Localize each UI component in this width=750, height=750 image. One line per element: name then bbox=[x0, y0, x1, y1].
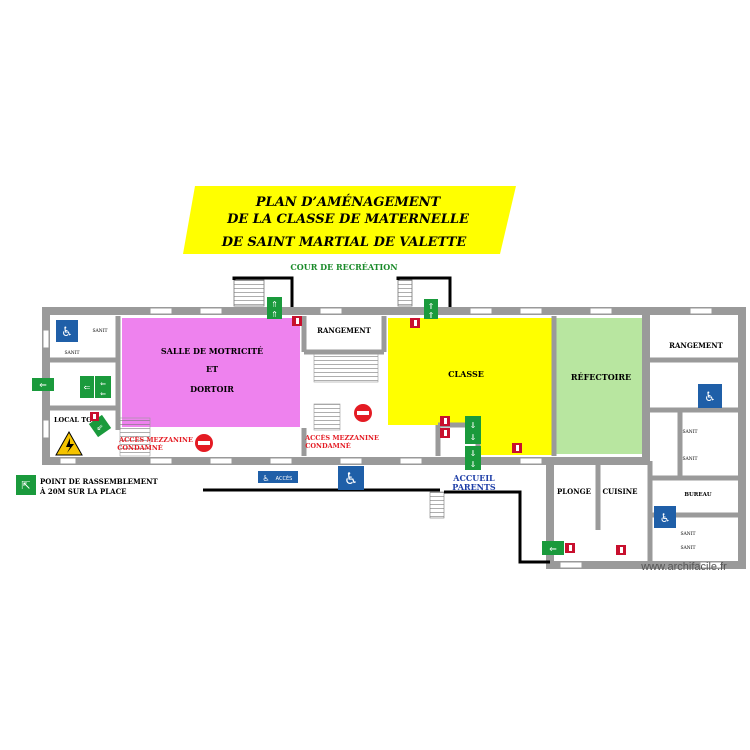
svg-text:⇑: ⇑ bbox=[428, 302, 435, 311]
classe-room bbox=[388, 318, 552, 425]
svg-text:⇐: ⇐ bbox=[549, 545, 557, 555]
svg-text:⇐: ⇐ bbox=[100, 380, 106, 388]
salle-label-1: SALLE DE MOTRICITÉ bbox=[161, 346, 263, 356]
sanit-label-5: SANIT bbox=[680, 531, 695, 537]
emergency-exit-icon: ⇑ ⇑ bbox=[424, 299, 438, 320]
sanit-label-3: SANIT bbox=[682, 429, 697, 435]
emergency-exit-icon: ⇐ bbox=[542, 541, 564, 555]
top-stairs-right bbox=[396, 276, 452, 308]
plonge-label: PLONGE bbox=[557, 487, 591, 496]
sanit-label-1: SANIT bbox=[92, 328, 107, 334]
sanit-label-6: SANIT bbox=[680, 545, 695, 551]
accueil-label-2: PARENTS bbox=[452, 482, 496, 492]
accessible-access-label: ACCÈS bbox=[276, 474, 293, 482]
accessible-toilet-icon: ♿ bbox=[654, 506, 676, 528]
salle-motricite-room bbox=[122, 318, 300, 427]
svg-text:♿: ♿ bbox=[344, 469, 358, 488]
sanit-label-2: SANIT bbox=[64, 350, 79, 356]
assembly-point-label-2: À 20M SUR LA PLACE bbox=[39, 487, 127, 496]
svg-text:♿: ♿ bbox=[704, 390, 716, 405]
emergency-exit-icon: ⇐ bbox=[32, 378, 54, 391]
svg-text:⇓: ⇓ bbox=[470, 433, 477, 442]
central-stairs bbox=[119, 353, 379, 457]
svg-text:⇓: ⇓ bbox=[470, 460, 477, 469]
fire-extinguisher-icon bbox=[440, 416, 450, 426]
svg-text:⇐: ⇐ bbox=[84, 383, 91, 392]
emergency-exit-icon: ⇑ ⇑ bbox=[267, 297, 282, 319]
refectoire-room bbox=[556, 318, 642, 454]
svg-text:⇓: ⇓ bbox=[470, 449, 477, 458]
assembly-point-legend: ⇱ POINT DE RASSEMBLEMENT À 20M SUR LA PL… bbox=[16, 475, 158, 496]
mezz2-label-2: CONDAMNÉ bbox=[305, 441, 351, 450]
fire-extinguisher-icon bbox=[440, 428, 450, 438]
local-tgbt-label: LOCAL TGBT bbox=[54, 416, 102, 424]
accessible-toilet-icon: ♿ bbox=[56, 320, 78, 342]
accessible-access-sign: ♿ ACCÈS bbox=[258, 471, 298, 483]
title-banner: PLAN D’AMÉNAGEMENT DE LA CLASSE DE MATER… bbox=[183, 186, 516, 254]
svg-text:♿: ♿ bbox=[262, 474, 269, 483]
no-entry-icon bbox=[195, 434, 213, 452]
accueil-label-1: ACCUEIL bbox=[452, 473, 495, 483]
cuisine-label: CUISINE bbox=[602, 487, 637, 496]
watermark: www.archifacile.fr bbox=[640, 561, 727, 573]
assembly-point-label-1: POINT DE RASSEMBLEMENT bbox=[40, 477, 158, 486]
fire-extinguisher-icon bbox=[90, 412, 99, 421]
svg-text:♿: ♿ bbox=[660, 511, 671, 525]
windows bbox=[42, 307, 723, 569]
svg-text:⇑: ⇑ bbox=[271, 310, 278, 319]
salle-label-2: ET bbox=[206, 364, 218, 374]
title-line-1: PLAN D’AMÉNAGEMENT bbox=[255, 194, 442, 210]
accessible-toilet-icon: ♿ bbox=[698, 384, 722, 408]
svg-text:⇐: ⇐ bbox=[39, 381, 47, 391]
classe-label: CLASSE bbox=[448, 369, 484, 379]
fire-extinguisher-icon bbox=[512, 443, 522, 453]
fire-extinguisher-icon bbox=[292, 316, 302, 326]
svg-text:⇐: ⇐ bbox=[100, 390, 106, 398]
emergency-exit-icon: ⇐ bbox=[80, 376, 94, 398]
svg-text:⇱: ⇱ bbox=[21, 479, 30, 492]
rangement-center-label: RANGEMENT bbox=[317, 326, 371, 335]
refectoire-label: RÉFECTOIRE bbox=[571, 372, 631, 382]
emergency-exit-icon: ⇓ ⇓ bbox=[465, 446, 481, 470]
title-line-2: DE LA CLASSE DE MATERNELLE bbox=[226, 212, 470, 227]
svg-text:⇙: ⇙ bbox=[97, 423, 104, 432]
mezz1-label-1: ACCÈS MEZZANINE bbox=[118, 435, 193, 444]
svg-text:⇑: ⇑ bbox=[271, 300, 278, 309]
emergency-exit-icon: ⇐ ⇐ bbox=[95, 376, 111, 398]
no-entry-icon bbox=[354, 404, 372, 422]
bureau-label: BUREAU bbox=[684, 492, 711, 498]
assembly-point-icon bbox=[16, 475, 36, 495]
electric-hazard-icon bbox=[55, 430, 83, 456]
wheelchair-icon: ♿ bbox=[338, 466, 364, 490]
exterior-ramp bbox=[203, 488, 550, 564]
fire-extinguisher-icon bbox=[616, 545, 626, 555]
fire-extinguisher-icon bbox=[410, 318, 420, 328]
sanit-label-4: SANIT bbox=[682, 456, 697, 462]
top-stairs-left bbox=[232, 276, 294, 308]
mezz1-label-2: CONDAMNÉ bbox=[117, 443, 163, 452]
interior-walls bbox=[50, 316, 742, 562]
emergency-exit-icon: ⇓ ⇓ bbox=[465, 416, 481, 444]
rangement-right-label: RANGEMENT bbox=[669, 341, 723, 350]
svg-text:⇓: ⇓ bbox=[470, 421, 477, 430]
title-line-3: DE SAINT MARTIAL DE VALETTE bbox=[221, 235, 468, 250]
fire-extinguisher-icon bbox=[565, 543, 575, 553]
mezz2-label-1: ACCÈS MEZZANINE bbox=[304, 433, 379, 442]
svg-text:⇑: ⇑ bbox=[428, 311, 435, 320]
salle-label-3: DORTOIR bbox=[190, 384, 234, 394]
cour-label: COUR DE RECRÉATION bbox=[290, 262, 397, 272]
svg-text:♿: ♿ bbox=[61, 325, 73, 340]
